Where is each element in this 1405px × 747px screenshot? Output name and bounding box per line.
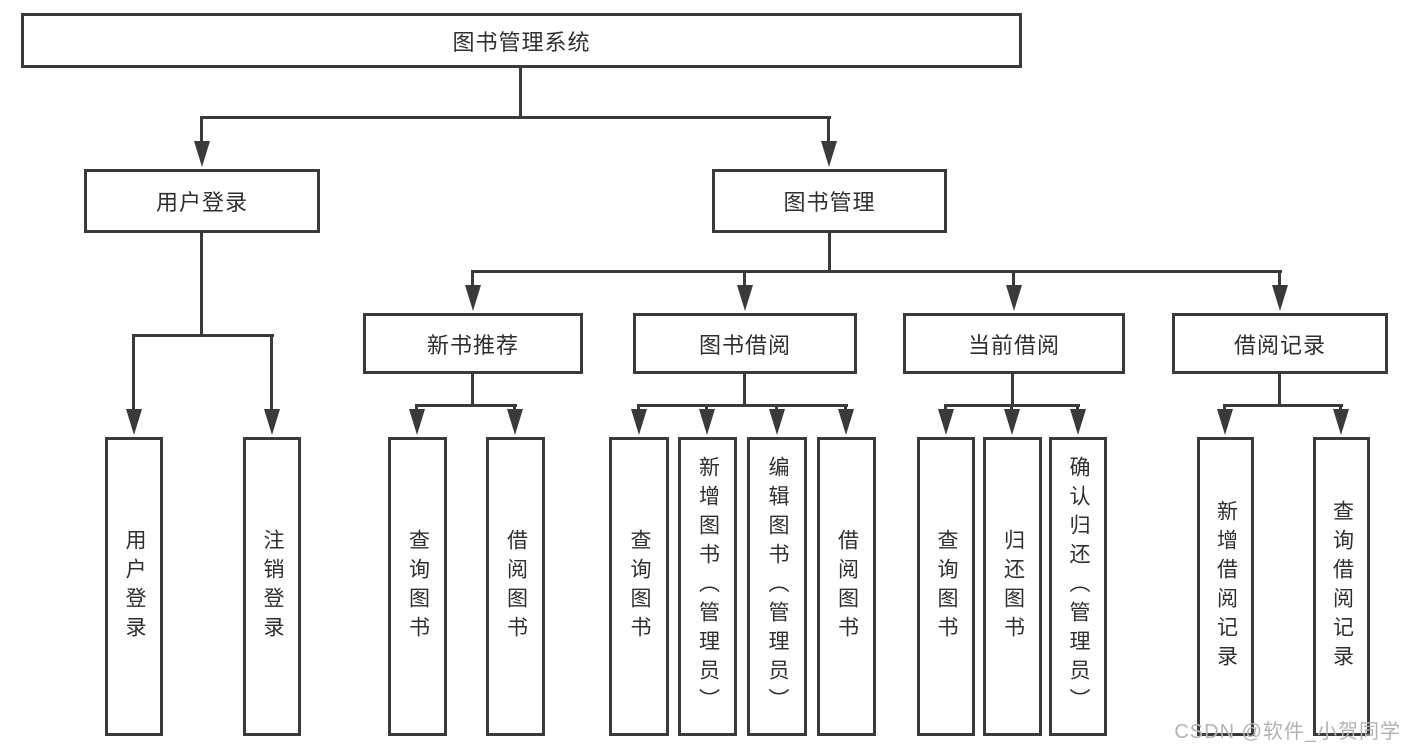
arrowhead-down-icon — [465, 285, 481, 311]
arrowhead-down-icon — [194, 141, 210, 167]
leaf-bookborrow-add-admin: 新增图书（管理员） — [678, 437, 737, 736]
connector-to-cb-return — [1010, 404, 1013, 409]
node-root-library-system: 图书管理系统 — [21, 13, 1022, 68]
connector-book-mgmt-stem — [828, 232, 831, 270]
connector-to-bb-borrow — [844, 404, 847, 409]
arrowhead-down-icon — [1272, 285, 1288, 311]
leaf-bookborrow-edit-admin: 编辑图书（管理员） — [747, 437, 807, 736]
connector-new-books-stem — [471, 374, 474, 404]
connector-to-nb-borrow — [513, 404, 516, 409]
connector-to-new-books — [471, 270, 474, 285]
connector-book-borrow-distributor — [637, 404, 848, 407]
leaf-user-login: 用户登录 — [105, 437, 163, 736]
arrowhead-down-icon — [264, 409, 280, 435]
leaf-currentborrow-confirm-admin: 确认归还（管理员） — [1049, 437, 1107, 736]
connector-to-bb-edit — [775, 404, 778, 409]
connector-current-borrow-stem — [1011, 374, 1014, 404]
connector-to-user-login — [200, 116, 203, 141]
node-user-login: 用户登录 — [84, 169, 320, 233]
connector-to-book-borrow — [743, 270, 746, 285]
connector-to-nb-query — [415, 404, 418, 409]
arrowhead-down-icon — [821, 141, 837, 167]
leaf-currentborrow-query: 查询图书 — [917, 437, 975, 736]
arrowhead-down-icon — [1004, 409, 1020, 435]
connector-new-books-distributor — [415, 404, 517, 407]
connector-to-current-borrow — [1012, 270, 1015, 285]
connector-borrow-records-distributor — [1223, 404, 1343, 407]
node-borrow-records: 借阅记录 — [1172, 313, 1388, 374]
node-book-borrow: 图书借阅 — [633, 313, 857, 374]
leaf-records-query: 查询借阅记录 — [1313, 437, 1370, 736]
connector-root-stem — [519, 68, 522, 119]
node-book-mgmt: 图书管理 — [712, 169, 947, 233]
watermark: CSDN @软件_小贺同学 — [1174, 721, 1401, 743]
arrowhead-down-icon — [1070, 409, 1086, 435]
leaf-newbooks-query: 查询图书 — [388, 437, 447, 736]
arrowhead-down-icon — [737, 285, 753, 311]
arrowhead-down-icon — [507, 409, 523, 435]
arrowhead-down-icon — [1217, 409, 1233, 435]
connector-borrow-records-stem — [1278, 374, 1281, 404]
connector-to-cb-query — [944, 404, 947, 409]
connector-user-login-stem — [200, 232, 203, 334]
leaf-logout: 注销登录 — [243, 437, 301, 736]
arrowhead-down-icon — [1006, 285, 1022, 311]
arrowhead-down-icon — [126, 409, 142, 435]
connector-to-logout-leaf — [270, 334, 273, 409]
connector-to-br-add — [1223, 404, 1226, 409]
arrowhead-down-icon — [409, 409, 425, 435]
connector-to-br-query — [1339, 404, 1342, 409]
connector-to-cb-confirm — [1076, 404, 1079, 409]
arrowhead-down-icon — [631, 409, 647, 435]
connector-root-distributor — [200, 116, 831, 119]
connector-to-bb-query — [637, 404, 640, 409]
connector-to-bb-add — [705, 404, 708, 409]
arrowhead-down-icon — [838, 409, 854, 435]
leaf-currentborrow-return: 归还图书 — [983, 437, 1042, 736]
leaf-newbooks-borrow: 借阅图书 — [486, 437, 545, 736]
arrowhead-down-icon — [938, 409, 954, 435]
connector-to-login-leaf — [132, 334, 135, 409]
connector-to-book-mgmt — [827, 116, 830, 141]
node-new-books: 新书推荐 — [363, 313, 583, 374]
connector-to-borrow-records — [1278, 270, 1281, 285]
arrowhead-down-icon — [769, 409, 785, 435]
leaf-bookborrow-borrow: 借阅图书 — [817, 437, 876, 736]
arrowhead-down-icon — [1333, 409, 1349, 435]
node-current-borrow: 当前借阅 — [903, 313, 1125, 374]
arrowhead-down-icon — [699, 409, 715, 435]
connector-user-login-distributor — [132, 334, 274, 337]
leaf-records-add: 新增借阅记录 — [1197, 437, 1254, 736]
connector-book-borrow-stem — [743, 374, 746, 404]
connector-book-mgmt-distributor — [471, 270, 1282, 273]
leaf-bookborrow-query: 查询图书 — [609, 437, 669, 736]
